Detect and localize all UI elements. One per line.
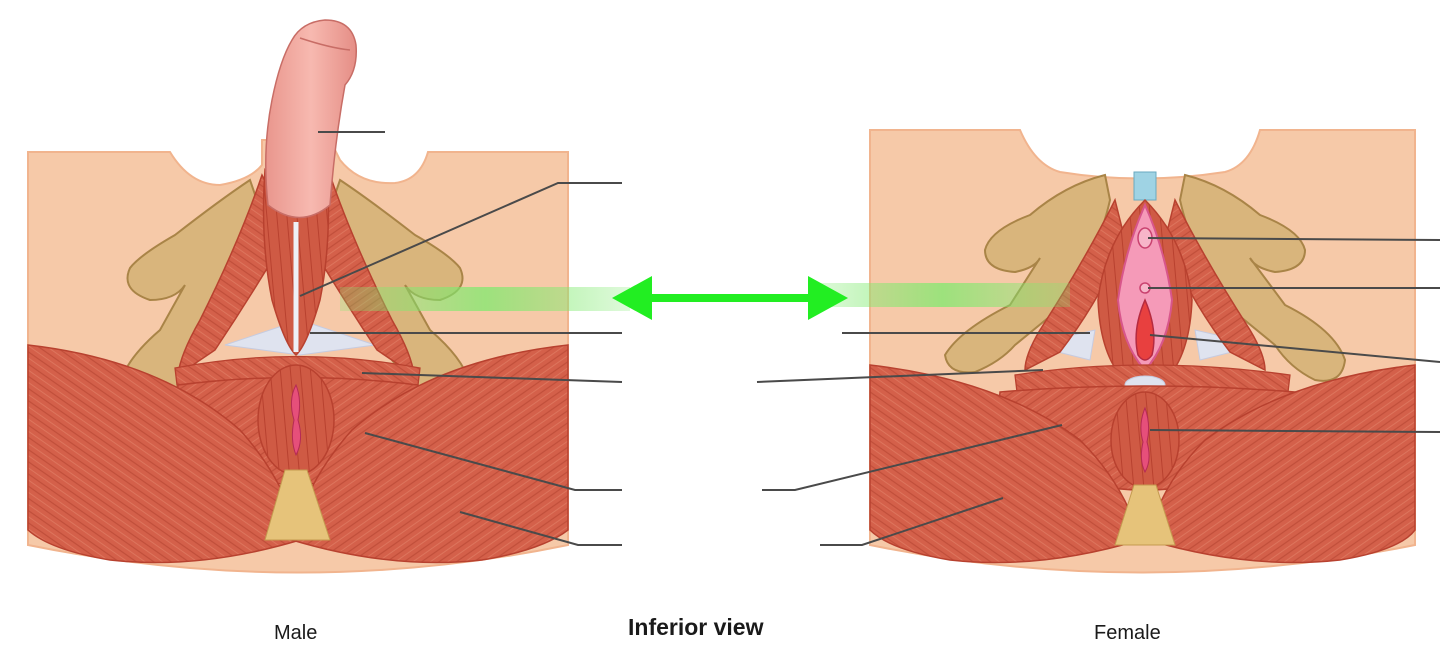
- male-anococcygeal-body: [264, 469, 331, 541]
- highlight-band-left: [340, 287, 630, 311]
- leader-line-male-levator: [364, 432, 622, 491]
- leader-line-male-transverse: [361, 372, 623, 383]
- correspondence-indicator: [340, 276, 1070, 320]
- male-ischiocavernosus-right: [301, 173, 415, 377]
- highlight-band-right: [815, 283, 1070, 307]
- glans-rim: [299, 37, 351, 51]
- leader-lines-female: [756, 237, 1440, 546]
- female-vaginal-orifice: [1135, 298, 1155, 361]
- male-caption: Male: [274, 622, 318, 644]
- double-arrow-icon: [612, 276, 848, 320]
- female-pubic-ramus-right: [1178, 173, 1347, 382]
- female-pubic-symphysis: [1133, 171, 1157, 201]
- leader-line-male-bulbospongiosus: [299, 182, 622, 297]
- leader-line-female-transverse: [756, 369, 1044, 383]
- leader-line-female-gluteus: [820, 497, 1004, 546]
- view-title: Inferior view: [628, 614, 764, 640]
- penis: [265, 19, 358, 219]
- male-panel: [27, 19, 569, 574]
- female-anus: [1140, 406, 1150, 474]
- leader-line-male-gluteus: [459, 511, 622, 546]
- female-panel: [869, 129, 1416, 574]
- female-pubic-ramus-left: [943, 173, 1112, 374]
- female-anococcygeal-body: [1114, 484, 1176, 546]
- leader-line-female-anus: [1149, 429, 1440, 433]
- leader-lines-male: [299, 131, 623, 546]
- male-ischiocavernosus-left: [177, 173, 291, 377]
- female-caption: Female: [1094, 622, 1161, 644]
- leader-line-female-levator: [762, 424, 1063, 491]
- male-anus: [290, 383, 302, 457]
- leader-line-female-vagina: [1149, 334, 1440, 363]
- leader-line-female-clitoris: [1147, 237, 1440, 241]
